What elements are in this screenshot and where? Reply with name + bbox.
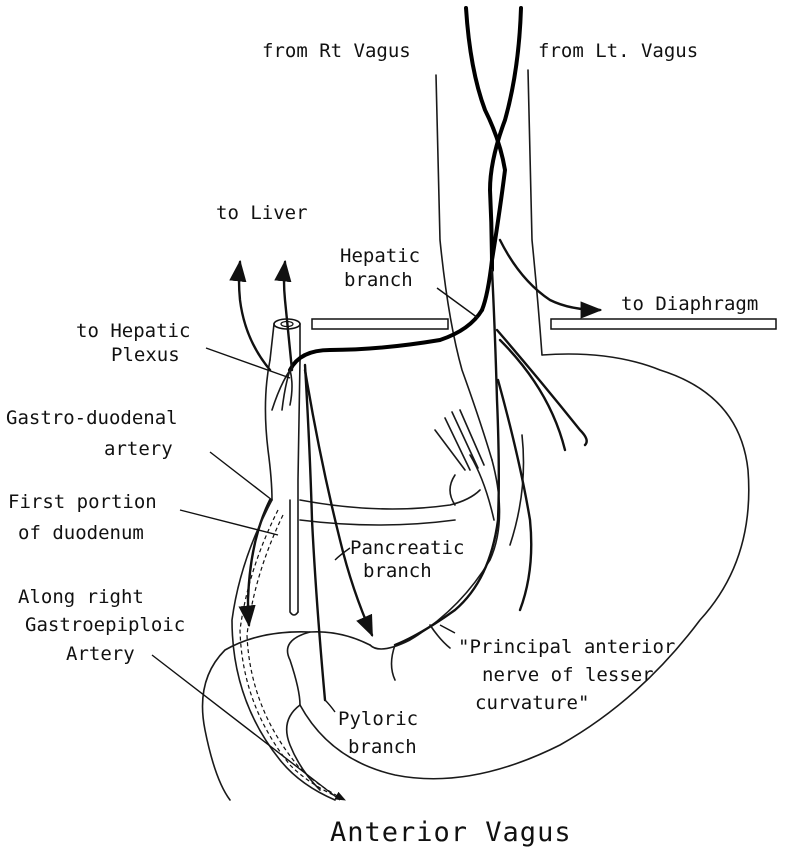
label-to-diaphragm: to Diaphragm: [621, 293, 758, 315]
label-gastroepiploic-line1: Along right: [18, 586, 144, 608]
label-pyloric-branch-line2: branch: [348, 736, 417, 758]
to-liver-arrow-right: [284, 262, 292, 370]
label-pancreatic-branch-line2: branch: [363, 560, 432, 582]
diagram-title: Anterior Vagus: [330, 817, 572, 848]
pyloric-branch-nerve: [305, 365, 325, 700]
duodenum-inner: [287, 705, 320, 790]
esophagus-left-wall: [436, 75, 492, 460]
label-principal-nerve-line2: nerve of lesser: [482, 664, 654, 686]
to-liver-arrow-left: [239, 262, 270, 370]
label-gastroepiploic-line2: Gastroepiploic: [25, 614, 185, 636]
gastroepiploic-nerve: [248, 500, 270, 625]
gastro-duodenal-artery: [265, 360, 300, 612]
label-gastro-duodenal-line2: artery: [104, 438, 173, 460]
label-from-rt-vagus: from Rt Vagus: [262, 40, 411, 62]
esophagus-right-wall: [528, 70, 542, 355]
right-vagus-trunk: [466, 8, 505, 310]
label-hepatic-branch-line1: Hepatic: [340, 245, 420, 267]
label-gastro-duodenal-line1: Gastro-duodenal: [6, 407, 178, 429]
diaphragm-bar-right: [551, 319, 776, 329]
label-to-hepatic-plexus-line1: to Hepatic: [76, 320, 190, 342]
common-hepatic-artery: [300, 490, 480, 509]
label-first-portion-line2: of duodenum: [18, 522, 144, 544]
label-pancreatic-branch-line1: Pancreatic: [350, 537, 464, 559]
label-from-lt-vagus: from Lt. Vagus: [538, 40, 698, 62]
label-gastroepiploic-line3: Artery: [66, 643, 135, 665]
label-to-liver: to Liver: [216, 202, 308, 224]
label-first-portion-line1: First portion: [8, 491, 157, 513]
label-principal-nerve-line1: "Principal anterior: [458, 636, 675, 658]
label-to-hepatic-plexus-line2: Plexus: [111, 344, 180, 366]
label-principal-nerve-line3: curvature": [475, 692, 589, 714]
label-hepatic-branch-line2: branch: [344, 269, 413, 291]
pylorus-outline: [288, 632, 371, 705]
diaphragm-bar-left: [312, 319, 448, 329]
diaphragm-branch: [500, 240, 600, 310]
label-pyloric-branch-line1: Pyloric: [338, 708, 418, 730]
